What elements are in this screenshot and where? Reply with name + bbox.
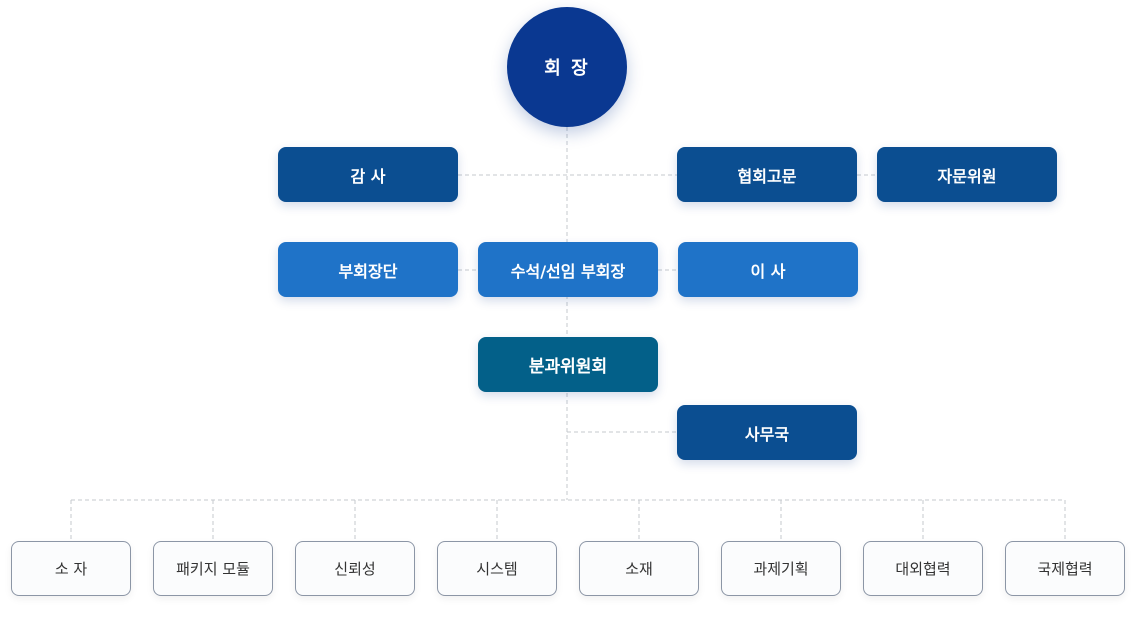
vice-chairs-node: 부회장단 [278,242,458,297]
subcommittee-node: 소재 [579,541,699,596]
auditor-node: 감 사 [278,147,458,202]
advisor-node: 협회고문 [677,147,857,202]
subcommittee-node: 소 자 [11,541,131,596]
chairman-node: 회 장 [507,7,627,127]
subcommittee-node: 국제협력 [1005,541,1125,596]
subcommittee-node: 과제기획 [721,541,841,596]
subcommittee-node: 대외협력 [863,541,983,596]
subcommittee-node: 신뢰성 [295,541,415,596]
secretariat-node: 사무국 [677,405,857,460]
subcommittee-node: 시스템 [437,541,557,596]
committee-node: 분과위원회 [478,337,658,392]
directors-node: 이 사 [678,242,858,297]
senior-vice-chair-node: 수석/선임 부회장 [478,242,658,297]
advisory-committee-node: 자문위원 [877,147,1057,202]
subcommittee-node: 패키지 모듈 [153,541,273,596]
